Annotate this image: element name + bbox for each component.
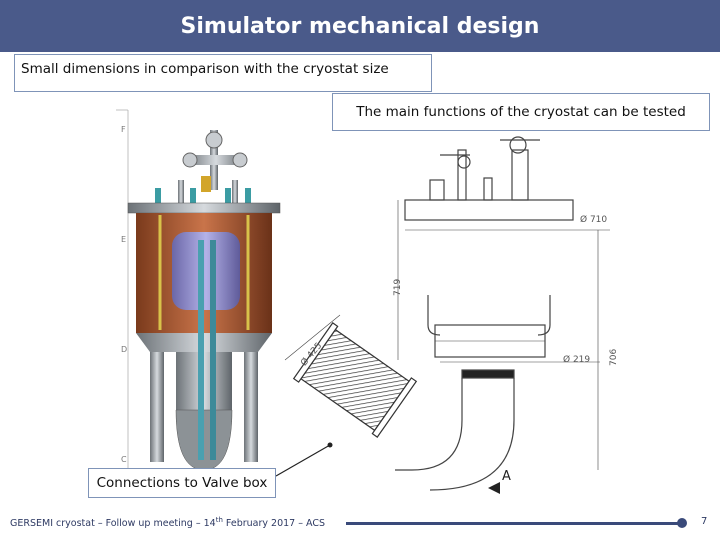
dim-710-label: Ø 710	[580, 214, 607, 225]
footer-text-main: GERSEMI cryostat – Follow up meeting – 1…	[10, 518, 216, 530]
ruler-label-d: D	[121, 345, 127, 354]
ruler-label-e: E	[121, 235, 126, 244]
ruler-label-c: C	[121, 455, 127, 464]
cryostat-2d-drawing: Ø 710 719 Ø 219 706 Ø 425 A	[284, 136, 619, 494]
slide-title: Simulator mechanical design	[0, 0, 720, 52]
callout-main-functions: The main functions of the cryostat can b…	[332, 93, 710, 131]
footer-text-end: February 2017 – ACS	[222, 518, 326, 530]
footer-divider	[346, 522, 680, 525]
dim-706-label: 706	[609, 349, 619, 366]
cryostat-3d-model	[127, 130, 281, 471]
callout-small-dimensions: Small dimensions in comparison with the …	[14, 54, 432, 92]
drawing-ruler: F E D C	[116, 109, 129, 470]
callout-connector-line	[275, 444, 331, 477]
page-number: 7	[701, 516, 708, 527]
footer-dot	[677, 518, 687, 528]
dim-719-label: 719	[393, 279, 403, 296]
footer-superscript: th	[215, 516, 223, 524]
footer-text: GERSEMI cryostat – Follow up meeting – 1…	[10, 516, 325, 529]
callout-connections: Connections to Valve box	[88, 468, 276, 498]
callout-connector-dot	[327, 442, 333, 448]
ruler-label-f: F	[121, 125, 126, 134]
dim-219-label: Ø 219	[563, 354, 590, 365]
view-a-label: A	[502, 469, 511, 484]
